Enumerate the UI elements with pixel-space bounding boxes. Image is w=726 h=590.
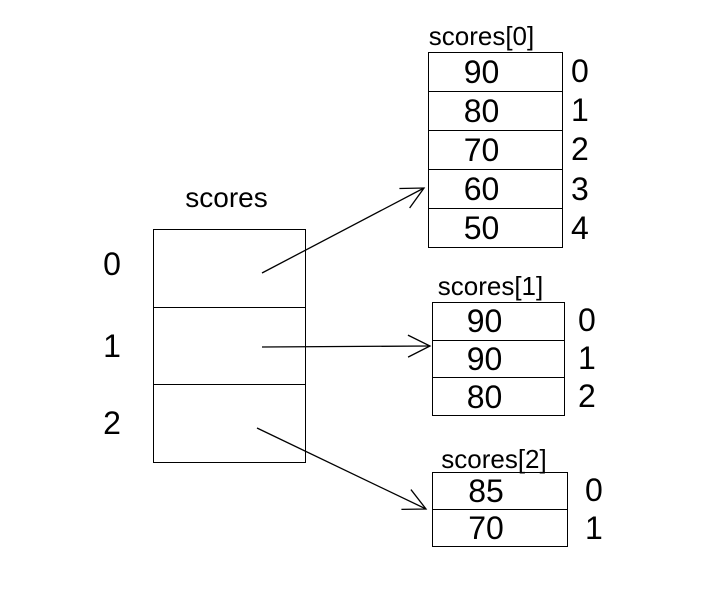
main-index-1: 1 — [103, 328, 121, 364]
subarray-1-index-2: 2 — [578, 378, 596, 414]
subarray-2-index-0: 0 — [585, 472, 603, 508]
main-array-box — [153, 229, 306, 463]
main-array-title: scores — [185, 182, 268, 213]
subarray-2-title: scores[2] — [441, 444, 547, 474]
subarray-0-index-2: 2 — [571, 131, 589, 167]
main-array-cell-2 — [154, 384, 305, 462]
main-array-cell-0 — [154, 230, 305, 307]
cell-value: 90 — [466, 341, 503, 377]
cell-value: 85 — [468, 473, 504, 509]
cell-value: 70 — [463, 132, 500, 168]
subarray-1-index-0: 0 — [578, 302, 596, 338]
subarray-1-cell: 80 — [433, 377, 564, 415]
subarray-1-title: scores[1] — [437, 271, 544, 301]
subarray-0-index-3: 3 — [571, 171, 589, 207]
subarray-0-cell: 60 — [429, 169, 562, 208]
main-array-cell-1 — [154, 306, 305, 385]
subarray-2-cell: 85 — [433, 473, 567, 509]
subarray-1-cell: 90 — [433, 339, 564, 378]
main-index-2: 2 — [103, 405, 121, 441]
main-index-0: 0 — [103, 246, 121, 282]
subarray-0-box: 90 80 70 60 50 — [428, 52, 563, 248]
subarray-2-index-1: 1 — [585, 510, 603, 546]
cell-value: 70 — [468, 510, 504, 546]
subarray-1-cell: 90 — [433, 303, 564, 340]
cell-value: 80 — [463, 93, 500, 129]
subarray-0-index-4: 4 — [571, 210, 589, 246]
subarray-0-cell: 80 — [429, 91, 562, 130]
cell-value: 60 — [463, 171, 500, 207]
subarray-0-cell: 90 — [429, 53, 562, 91]
cell-value: 90 — [466, 303, 503, 340]
cell-value: 90 — [463, 54, 500, 90]
subarray-0-cell: 70 — [429, 130, 562, 169]
subarray-0-cell: 50 — [429, 208, 562, 247]
cell-value: 50 — [463, 210, 500, 246]
subarray-0-title: scores[0] — [428, 21, 535, 51]
subarray-2-box: 85 70 — [432, 472, 568, 547]
cell-value: 80 — [466, 378, 503, 415]
subarray-1-index-1: 1 — [578, 340, 596, 376]
subarray-0-index-0: 0 — [571, 53, 589, 89]
subarray-2-cell: 70 — [433, 509, 567, 546]
subarray-1-box: 90 90 80 — [432, 302, 565, 416]
subarray-0-index-1: 1 — [571, 92, 589, 128]
